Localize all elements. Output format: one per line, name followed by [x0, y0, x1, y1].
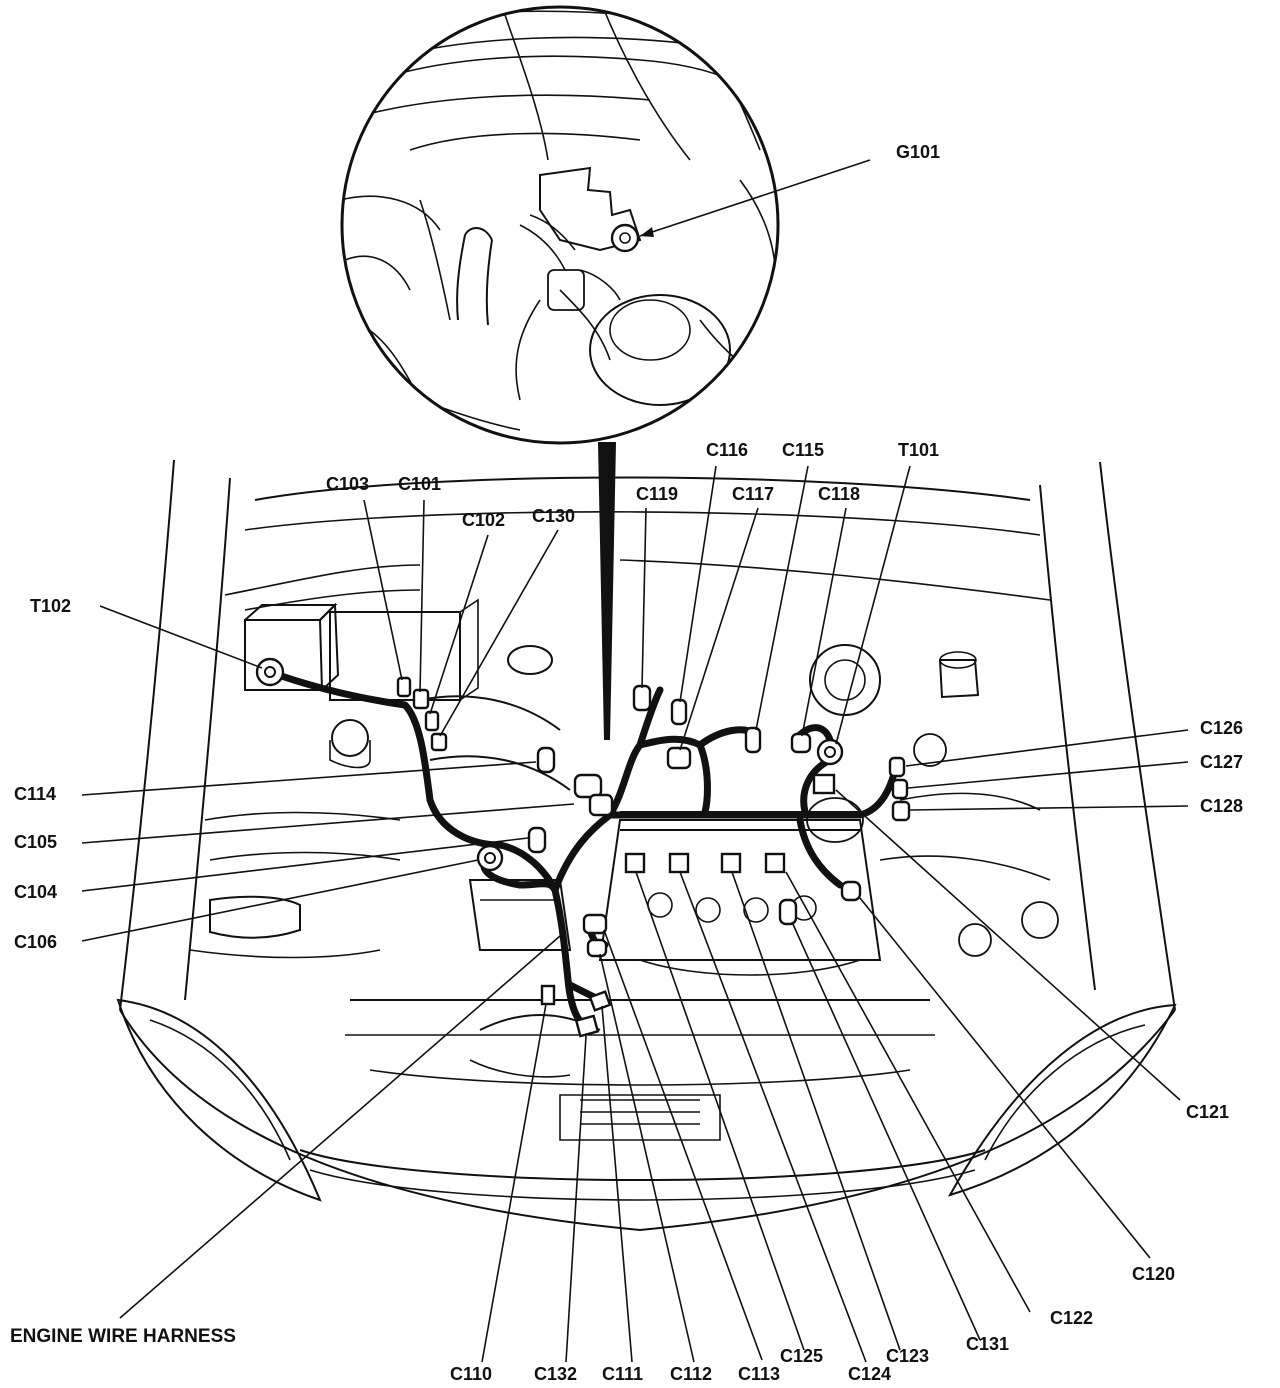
- label-C130: C130: [532, 506, 575, 526]
- connector-C101: [412, 688, 430, 710]
- label-C106: C106: [14, 932, 57, 952]
- connector-C126: [888, 756, 906, 778]
- connector-C104: [527, 826, 547, 854]
- connector-C124: [668, 852, 690, 874]
- label-C104: C104: [14, 882, 57, 902]
- connector-C113: [582, 913, 608, 935]
- label-C114: C114: [14, 784, 56, 804]
- connector-C123: [720, 852, 742, 874]
- connector-C105: [573, 773, 603, 799]
- label-C126: C126: [1200, 718, 1243, 738]
- label-C102: C102: [462, 510, 505, 530]
- connectors: [255, 657, 911, 1038]
- label-C111: C111: [602, 1364, 643, 1384]
- connector-C128: [891, 800, 911, 822]
- label-T101: T101: [898, 440, 939, 460]
- connector-C119: [632, 684, 652, 712]
- connector-C120: [840, 880, 862, 902]
- connector-C127: [891, 778, 909, 800]
- connector-C116: [670, 698, 688, 726]
- label-C123: C123: [886, 1346, 929, 1366]
- inset-detail: [340, 5, 780, 445]
- label-T102: T102: [30, 596, 71, 616]
- label-G101: G101: [896, 142, 940, 162]
- label-C127: C127: [1200, 752, 1243, 772]
- connector-C102: [424, 710, 440, 732]
- connector-C131: [778, 898, 798, 926]
- connector-C118: [790, 732, 812, 754]
- connector-C121: [812, 773, 836, 795]
- label-C117: C117: [732, 484, 774, 504]
- connector-C103: [396, 676, 412, 698]
- connector-C112: [586, 938, 608, 958]
- connector-C115: [744, 726, 762, 754]
- label-C119: C119: [636, 484, 678, 504]
- label-C125: C125: [780, 1346, 823, 1366]
- label-C115: C115: [782, 440, 824, 460]
- label-C122: C122: [1050, 1308, 1093, 1328]
- label-C101: C101: [398, 474, 441, 494]
- car-body: [116, 459, 1177, 1232]
- label-C128: C128: [1200, 796, 1243, 816]
- labels: G101 T102 C103 C101 C102 C130 C114 C105 …: [10, 142, 1243, 1384]
- label-C131: C131: [966, 1334, 1009, 1354]
- label-C120: C120: [1132, 1264, 1175, 1284]
- label-C121: C121: [1186, 1102, 1229, 1122]
- label-C110: C110: [450, 1364, 492, 1384]
- connector-C114: [536, 746, 556, 774]
- label-C113: C113: [738, 1364, 780, 1384]
- connector-C130: [430, 732, 448, 752]
- connector-C132: [574, 1014, 600, 1038]
- label-C116: C116: [706, 440, 748, 460]
- connector-C117: [666, 746, 692, 770]
- inset-artwork: [342, 7, 778, 431]
- leader-lines: [81, 159, 1189, 1363]
- label-C105: C105: [14, 832, 57, 852]
- label-C132: C132: [534, 1364, 577, 1384]
- inset-leader: [598, 442, 616, 740]
- label-C112: C112: [670, 1364, 712, 1384]
- connector-C110: [540, 984, 556, 1006]
- connector-C122: [764, 852, 786, 874]
- label-C103: C103: [326, 474, 369, 494]
- label-C118: C118: [818, 484, 860, 504]
- label-C124: C124: [848, 1364, 891, 1384]
- inset-circle: [340, 5, 780, 445]
- connector-C125: [624, 852, 646, 874]
- label-engine-wire-harness: ENGINE WIRE HARNESS: [10, 1326, 236, 1347]
